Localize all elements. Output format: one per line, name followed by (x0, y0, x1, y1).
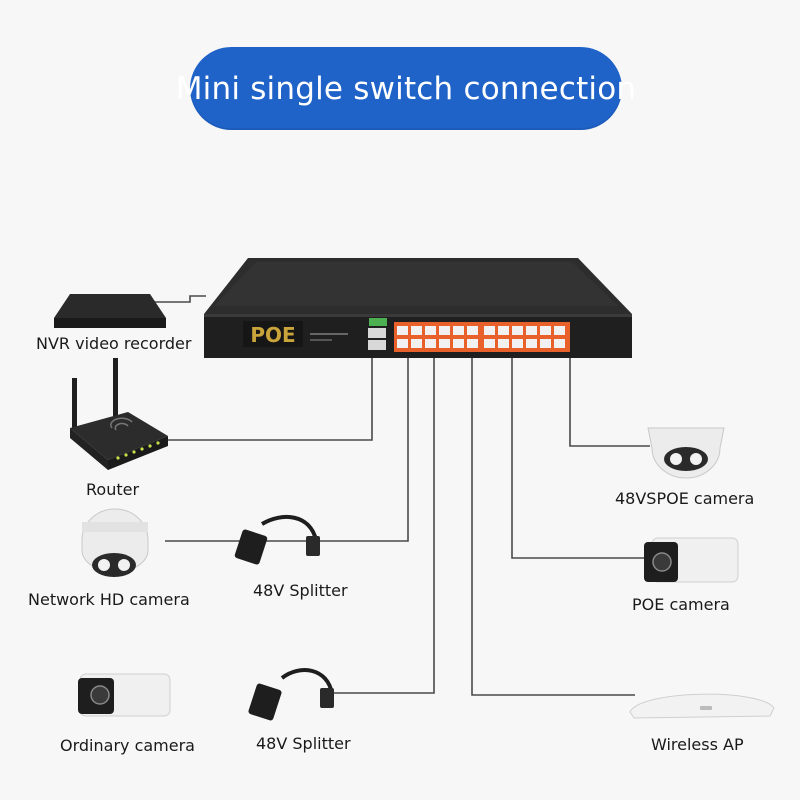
dome-camera-2-lens-left (670, 453, 682, 465)
uplink-port-2 (368, 340, 386, 350)
splitter-1-device (234, 515, 320, 565)
nvr-label: NVR video recorder (36, 334, 192, 353)
connection-wires (150, 295, 650, 696)
wireless-ap-device (629, 693, 775, 719)
wire-ordinary-camera (332, 352, 435, 694)
router-side (70, 428, 108, 470)
dome-camera-lens-housing (92, 553, 136, 577)
splitter-2-body (248, 683, 282, 721)
splitter-1-cable (260, 515, 318, 541)
splitter-1-body (234, 529, 268, 565)
router-antenna-right (113, 358, 118, 416)
bullet-camera-lens (90, 685, 110, 705)
router-front (108, 436, 168, 470)
wire-router (160, 352, 373, 441)
splitter-1-connector (306, 536, 320, 556)
uplink-port-1 (368, 328, 386, 338)
splitter-2-cable (280, 668, 334, 695)
48vspoe-camera-device (647, 427, 725, 479)
dome-camera-2-lens-right (690, 453, 702, 465)
router-device (70, 358, 168, 470)
splitter-2-label: 48V Splitter (256, 734, 351, 753)
wire-nvr (150, 295, 206, 303)
switch-logo-plate (243, 321, 303, 347)
splitter-1-label: 48V Splitter (253, 581, 348, 600)
switch-model-text (310, 333, 348, 335)
dome-camera-lens-left (98, 559, 110, 571)
diagram-title: Mini single switch connection (175, 70, 637, 107)
wire-poe-camera (511, 352, 644, 559)
switch-front-edge (204, 314, 632, 317)
router-label: Router (86, 480, 140, 499)
nvr-top (54, 294, 166, 318)
dome-camera-2-lens-housing (664, 447, 708, 471)
poe-camera-device (644, 537, 739, 583)
switch-top-highlight (214, 262, 618, 306)
ordinary-camera-label: Ordinary camera (60, 736, 195, 755)
ordinary-camera-device (78, 673, 171, 717)
switch-model-text-2 (310, 339, 332, 341)
wifi-icon (110, 417, 133, 431)
poe-camera-label: POE camera (632, 595, 730, 614)
nvr-front (54, 318, 166, 328)
router-leds (116, 441, 160, 460)
uplink-led-strip (369, 318, 387, 326)
poe-bullet-camera-lens (652, 552, 672, 572)
wire-48vspoe-camera (569, 352, 650, 447)
network-hd-camera-device (81, 508, 149, 577)
poe-switch: POE (204, 258, 632, 358)
splitter-2-device (248, 668, 334, 721)
wire-wireless-ap (471, 352, 635, 696)
nvr-recorder (54, 294, 166, 328)
access-point-status-led (700, 706, 712, 710)
router-body (70, 412, 168, 460)
poe-ports (397, 326, 565, 348)
title-banner: Mini single switch connection (176, 47, 636, 130)
splitter-2-connector (320, 688, 334, 708)
wireless-ap-label: Wireless AP (651, 735, 744, 754)
dome-camera-base (82, 522, 148, 532)
48vspoe-camera-label: 48VSPOE camera (615, 489, 755, 508)
dome-camera-lens-right (118, 559, 130, 571)
router-antenna-left (72, 378, 77, 430)
network-hd-camera-label: Network HD camera (28, 590, 190, 609)
switch-brand-label: POE (250, 323, 295, 347)
